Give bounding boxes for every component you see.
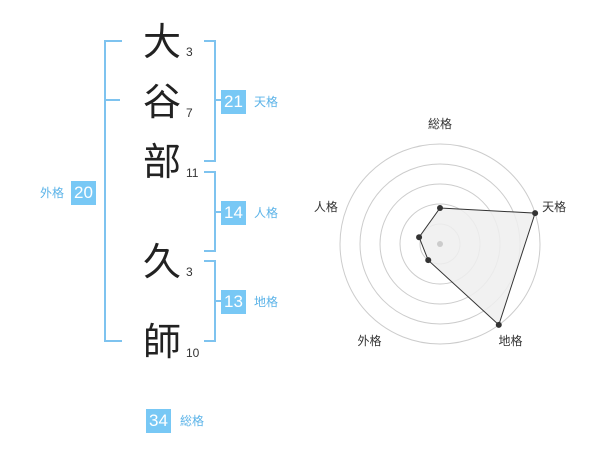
name-char-4: 久 (142, 240, 181, 284)
gaikaku-bracket-mid (104, 99, 120, 101)
name-char-1: 大 (142, 20, 181, 64)
jinkaku-stem (216, 211, 222, 213)
name-char-2: 谷 (142, 80, 181, 124)
chikaku-stem (216, 300, 222, 302)
gaikaku-label: 外格 (40, 186, 65, 200)
tenkaku-bracket (204, 40, 216, 162)
gaikaku-bracket (104, 40, 122, 342)
gaikaku-value: 20 (71, 181, 96, 205)
radar-point-2 (532, 210, 539, 217)
radar-point-1 (437, 205, 443, 211)
stroke-count-1: 3 (186, 45, 193, 59)
radar-grid-ring (339, 143, 541, 345)
name-char-5: 師 (142, 320, 181, 364)
radar-point-4 (425, 257, 432, 264)
chikaku-value: 13 (221, 290, 246, 314)
radar-axis-label-1: 総格 (428, 116, 452, 131)
radar-data-points (416, 205, 539, 328)
radar-data-area (418, 207, 536, 326)
radar-axis-label-3: 地格 (498, 333, 522, 348)
chikaku-label: 地格 (254, 295, 279, 309)
jinkaku-value: 14 (221, 201, 246, 225)
radar-point-3 (495, 321, 502, 328)
tenkaku-value: 21 (221, 90, 246, 114)
radar-center-dot (437, 241, 443, 247)
stroke-count-4: 3 (186, 265, 193, 279)
tenkaku-label: 天格 (254, 95, 279, 109)
jinkaku-bracket (204, 171, 216, 252)
stroke-count-5: 10 (186, 346, 200, 360)
radar-point-5 (416, 234, 423, 241)
stroke-count-2: 7 (186, 106, 193, 120)
radar-axis-label-4: 外格 (357, 333, 381, 348)
soukaku-value: 34 (146, 409, 171, 433)
name-char-3: 部 (142, 140, 181, 184)
jinkaku-label: 人格 (254, 206, 279, 220)
radar-axis-label-5: 人格 (314, 199, 338, 214)
tenkaku-stem (216, 99, 222, 101)
soukaku-label: 総格 (180, 414, 205, 428)
chikaku-bracket (204, 260, 216, 342)
stroke-count-3: 11 (186, 166, 199, 180)
radar-axis-label-2: 天格 (542, 199, 566, 214)
